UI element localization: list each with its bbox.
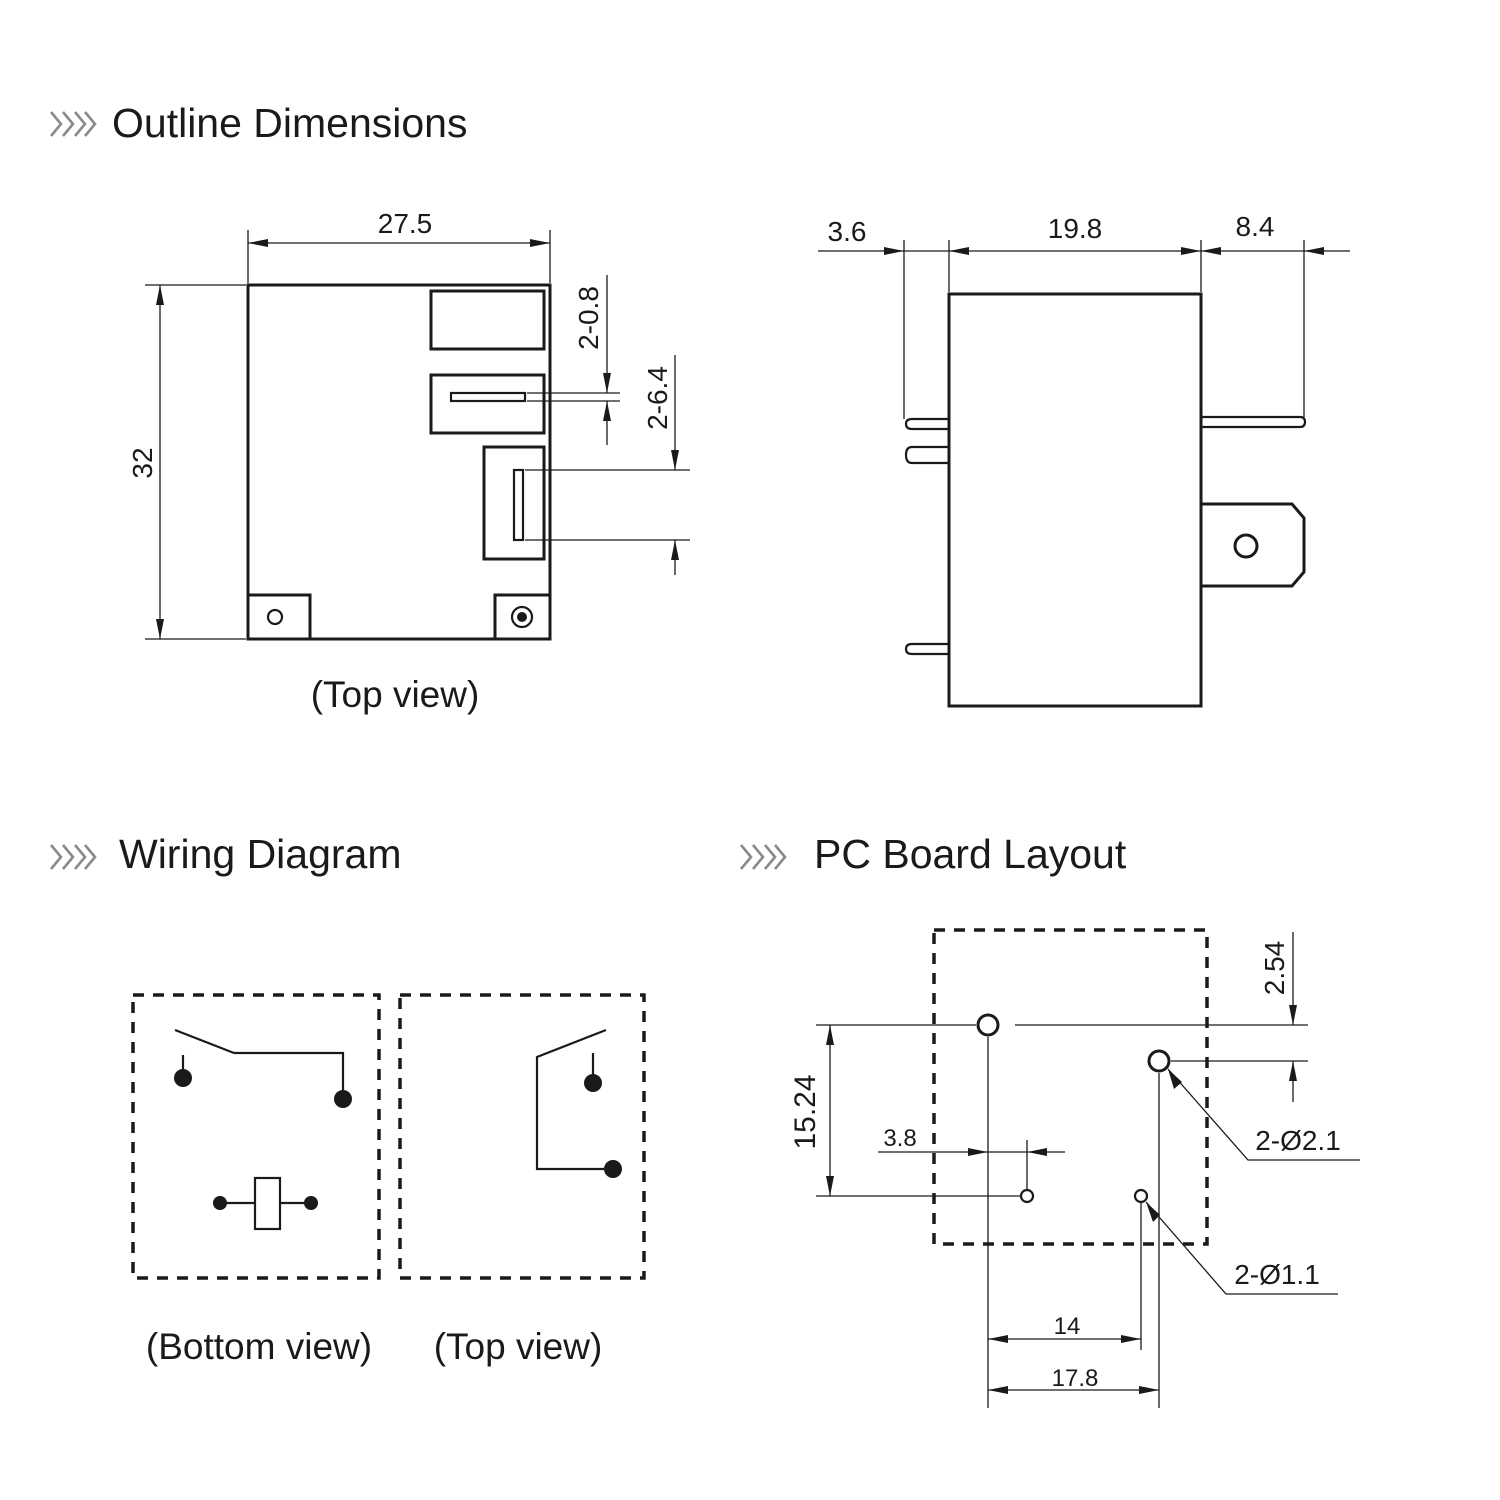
mount-corner-right: [493, 593, 550, 639]
section-marker-icon-outline: [50, 111, 97, 137]
section-marker-icon-wiring: [50, 844, 97, 870]
dim-left-pin: 3.6: [828, 216, 867, 247]
hole-small-2: [1133, 1188, 1149, 1204]
caption-top-view-wiring: (Top view): [434, 1326, 603, 1367]
pcb-layout: 2.54 15.24 3.8 2-Ø2.1 2-Ø1.1 14 17.8: [789, 928, 1360, 1408]
wiring-top-frame: [398, 993, 646, 1280]
dim-small-holes: 2-Ø1.1: [1234, 1259, 1320, 1290]
dim-height: 32: [127, 447, 158, 478]
terminal-top-com: [604, 1160, 622, 1178]
caption-top-view: (Top view): [311, 674, 480, 715]
mount-hole-left: [266, 608, 284, 626]
hole-large-1: [976, 1013, 1000, 1037]
mount-hole-right-inner: [517, 612, 527, 622]
dim-large-holes: 2-Ø2.1: [1255, 1125, 1341, 1156]
dim-body: 19.8: [1048, 213, 1103, 244]
coil-terminal-left: [213, 1196, 227, 1210]
wiring-bottom-frame: [131, 993, 381, 1280]
outline-side-view: 3.6 19.8 8.4: [818, 211, 1350, 708]
left-pin-3: [904, 642, 949, 656]
relay-body-top: [246, 283, 552, 641]
terminal-slot-vertical: [512, 468, 525, 542]
left-pin-2: [904, 445, 949, 465]
terminal-block-1: [429, 289, 546, 351]
section-title-pcb: PC Board Layout: [814, 831, 1127, 877]
dim-width: 27.5: [378, 208, 433, 239]
pcb-outline: [932, 928, 1209, 1246]
section-marker-icon-pcb: [740, 844, 787, 870]
coil-terminal-right: [304, 1196, 318, 1210]
wiring-bottom-view: (Bottom view): [131, 993, 381, 1367]
terminal-slot-horizontal: [449, 391, 527, 403]
dim-span-14: 14: [1054, 1313, 1081, 1340]
switch-top-wire: [535, 1028, 613, 1171]
dim-pin-width: 2-6.4: [642, 366, 673, 430]
caption-bottom-view: (Bottom view): [146, 1326, 372, 1367]
right-pin: [1201, 415, 1307, 429]
outline-top-view: 27.5 32 2-0.8 2-6.4 (Top view): [127, 208, 690, 715]
switch-contact-arm: [174, 1028, 235, 1055]
switch-common-wire: [234, 1051, 345, 1099]
hole-small-1: [1019, 1188, 1035, 1204]
dim-span-17-8: 17.8: [1052, 1365, 1099, 1392]
left-pin-1: [904, 417, 949, 431]
dim-top-offset: 2.54: [1259, 941, 1290, 996]
dim-left-offset: 3.8: [883, 1125, 916, 1152]
terminal-top-no: [584, 1074, 602, 1092]
terminal-com: [334, 1090, 352, 1108]
wiring-top-view: (Top view): [398, 993, 646, 1367]
relay-body-side: [947, 292, 1203, 708]
tab-hole: [1233, 533, 1259, 559]
dim-pin-thickness: 2-0.8: [573, 286, 604, 350]
terminal-nc: [174, 1069, 192, 1087]
coil-symbol: [253, 1176, 282, 1231]
section-title-outline: Outline Dimensions: [112, 100, 468, 146]
mount-hole-right-outer: [510, 605, 534, 629]
terminal-block-2: [429, 373, 546, 435]
dim-right-pin: 8.4: [1236, 211, 1275, 242]
dim-pcb-height: 15.24: [789, 1074, 822, 1149]
section-title-wiring: Wiring Diagram: [119, 831, 402, 877]
quick-connect-tab: [1201, 502, 1306, 588]
hole-large-2: [1147, 1049, 1171, 1073]
terminal-block-3: [482, 445, 546, 561]
mount-corner-left: [248, 593, 312, 639]
